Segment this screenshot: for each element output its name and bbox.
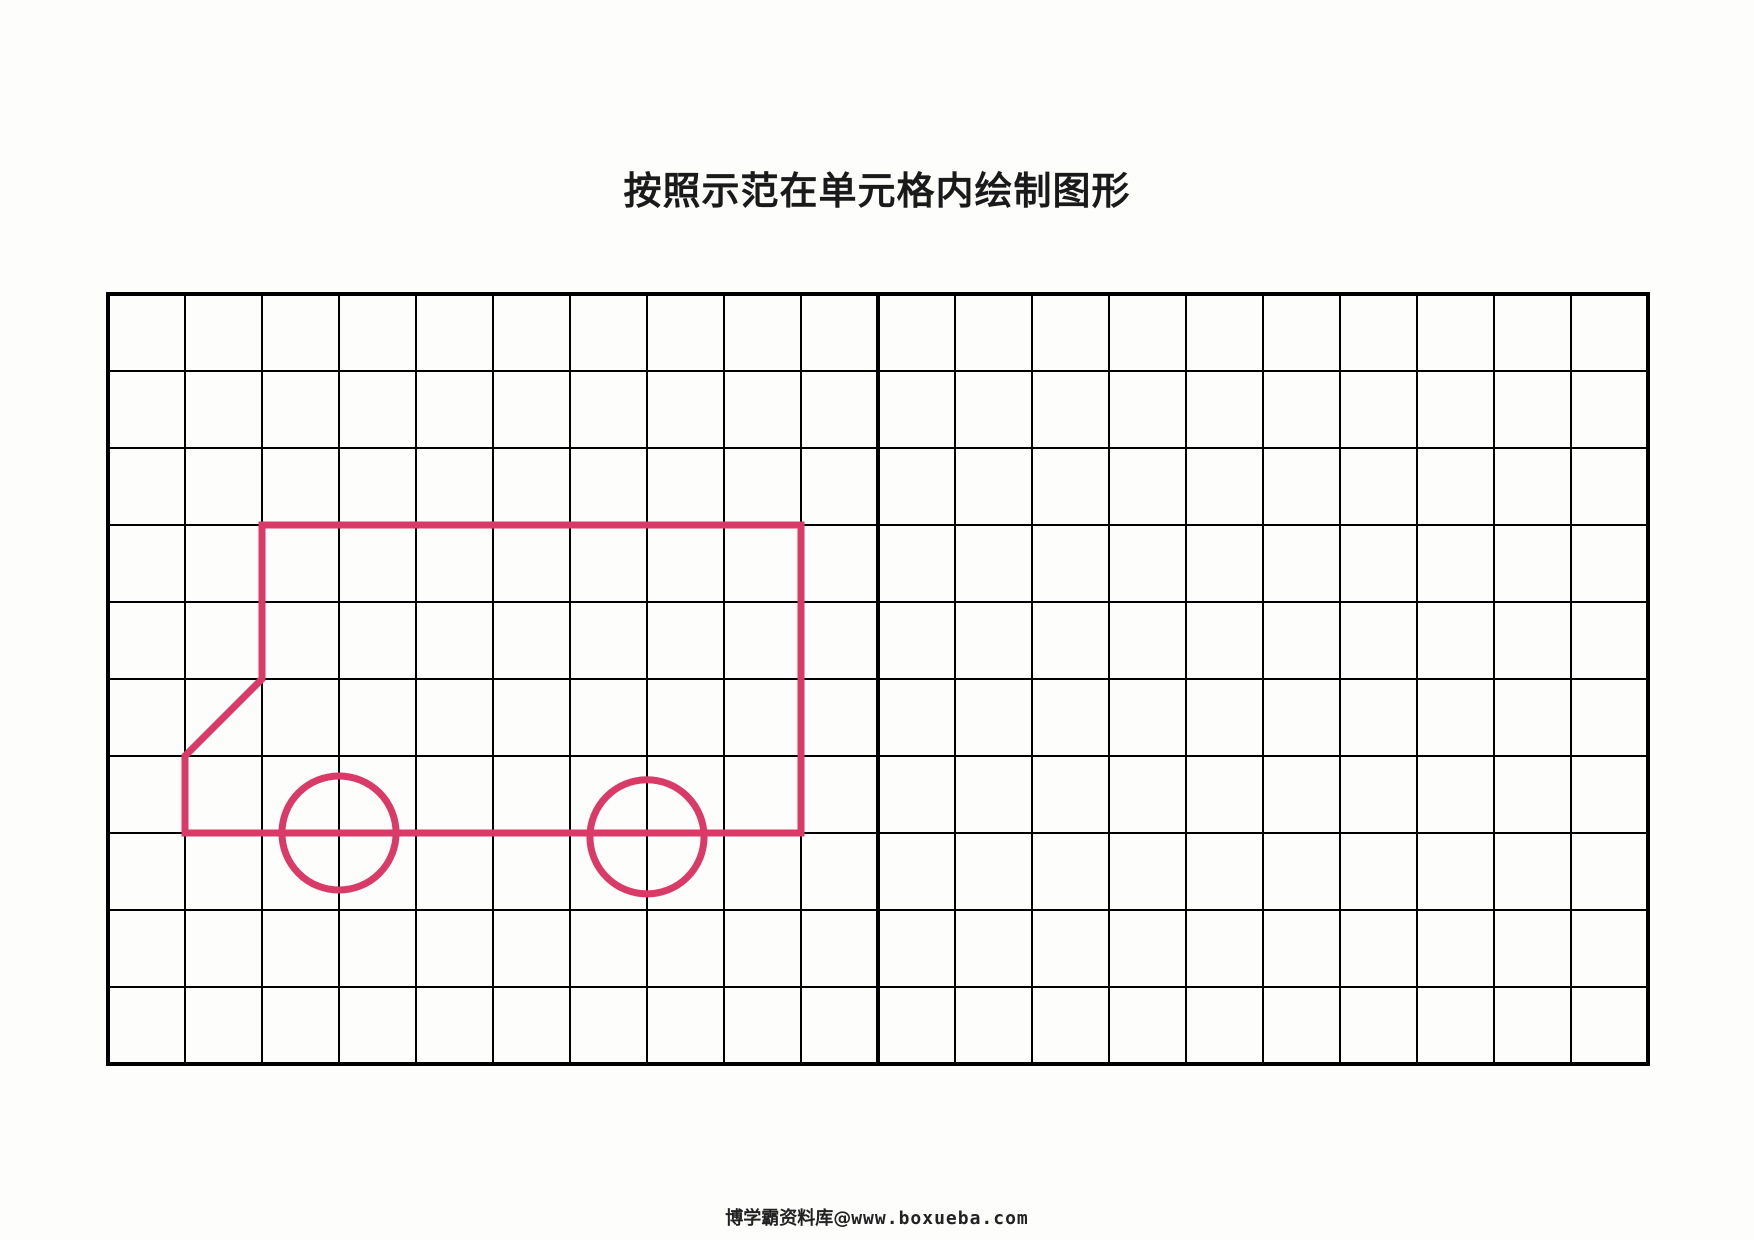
truck-wheel-2 [586, 776, 708, 898]
truck-body-outline [181, 521, 805, 837]
practice-grid-border [876, 292, 1650, 1066]
page-title: 按照示范在单元格内绘制图形 [623, 169, 1131, 213]
footer-credit: 博学霸资料库@www.boxueba.com [0, 1204, 1754, 1230]
footer-site: www.boxueba.com [851, 1208, 1029, 1229]
practice-grid-panel[interactable] [876, 292, 1650, 1066]
truck-wheel-1 [278, 772, 400, 894]
example-grid-panel [106, 292, 880, 1066]
footer-label: 博学霸资料库@ [725, 1208, 852, 1229]
truck-example-drawing [181, 521, 805, 898]
